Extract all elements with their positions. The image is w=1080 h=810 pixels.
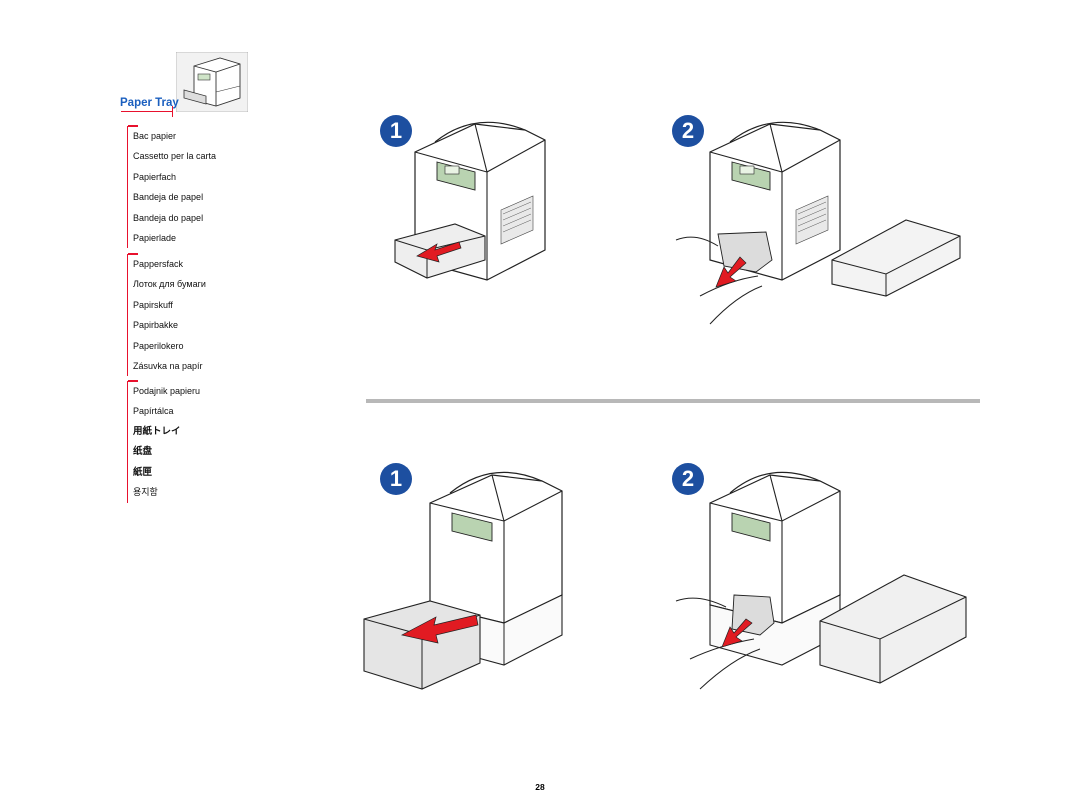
language-group-2: Pappersfack Лоток для бумаги Papirskuff … xyxy=(127,253,206,376)
label-french: Bac papier xyxy=(133,131,177,141)
title-tick xyxy=(172,106,174,117)
label-korean: 용지함 xyxy=(133,488,158,499)
red-arrow-icon xyxy=(721,618,753,648)
label-dutch: Papierlade xyxy=(133,233,177,244)
label-hungarian: Papírtálca xyxy=(133,406,174,417)
step-bottom-2: 2 xyxy=(670,445,970,695)
section-separator xyxy=(366,399,980,403)
printer-illustration xyxy=(675,121,961,325)
group-corner xyxy=(128,125,138,127)
mini-printer-icon xyxy=(176,52,248,112)
section-title: Paper Tray xyxy=(120,97,179,109)
step-bottom-1: 1 xyxy=(360,445,600,695)
step-top-2: 2 xyxy=(670,100,970,330)
label-chinese-simplified: 纸盘 xyxy=(133,446,153,458)
label-portuguese: Bandeja do papel xyxy=(133,212,204,223)
sidebar: Paper Tray Bac papier Cassetto per la ca… xyxy=(0,0,260,520)
red-arrow-icon xyxy=(400,614,479,644)
language-group-3: Podajnik papieru Papírtálca 用紙トレイ 纸盘 紙匣 … xyxy=(127,380,201,503)
label-polish: Podajnik papieru xyxy=(133,386,201,396)
label-russian: Лоток для бумаги xyxy=(133,279,206,290)
label-chinese-traditional: 紙匣 xyxy=(133,466,153,478)
group-corner xyxy=(128,380,138,382)
label-german: Papierfach xyxy=(133,171,177,182)
label-italian: Cassetto per la carta xyxy=(133,151,217,162)
step-badge: 1 xyxy=(380,463,412,495)
printer-illustration xyxy=(675,471,967,690)
language-group-1: Bac papier Cassetto per la carta Papierf… xyxy=(127,125,217,248)
group-corner xyxy=(128,253,138,255)
label-danish: Papirbakke xyxy=(133,320,179,331)
step-top-1: 1 xyxy=(375,100,546,300)
title-underline xyxy=(121,111,173,113)
label-norwegian: Papirskuff xyxy=(133,299,173,310)
label-czech: Zásuvka na papír xyxy=(133,361,203,372)
label-swedish: Pappersfack xyxy=(133,259,184,269)
printer-illustration xyxy=(394,121,546,281)
red-arrow-icon xyxy=(715,256,747,288)
step-badge: 2 xyxy=(672,463,704,495)
label-japanese: 用紙トレイ xyxy=(133,425,181,437)
page-number: 28 xyxy=(535,782,545,792)
printer-illustration xyxy=(363,471,563,690)
label-spanish: Bandeja de papel xyxy=(133,192,204,203)
red-arrow-icon xyxy=(416,241,462,263)
step-badge: 1 xyxy=(380,115,412,147)
label-finnish: Paperilokero xyxy=(133,340,184,351)
step-badge: 2 xyxy=(672,115,704,147)
